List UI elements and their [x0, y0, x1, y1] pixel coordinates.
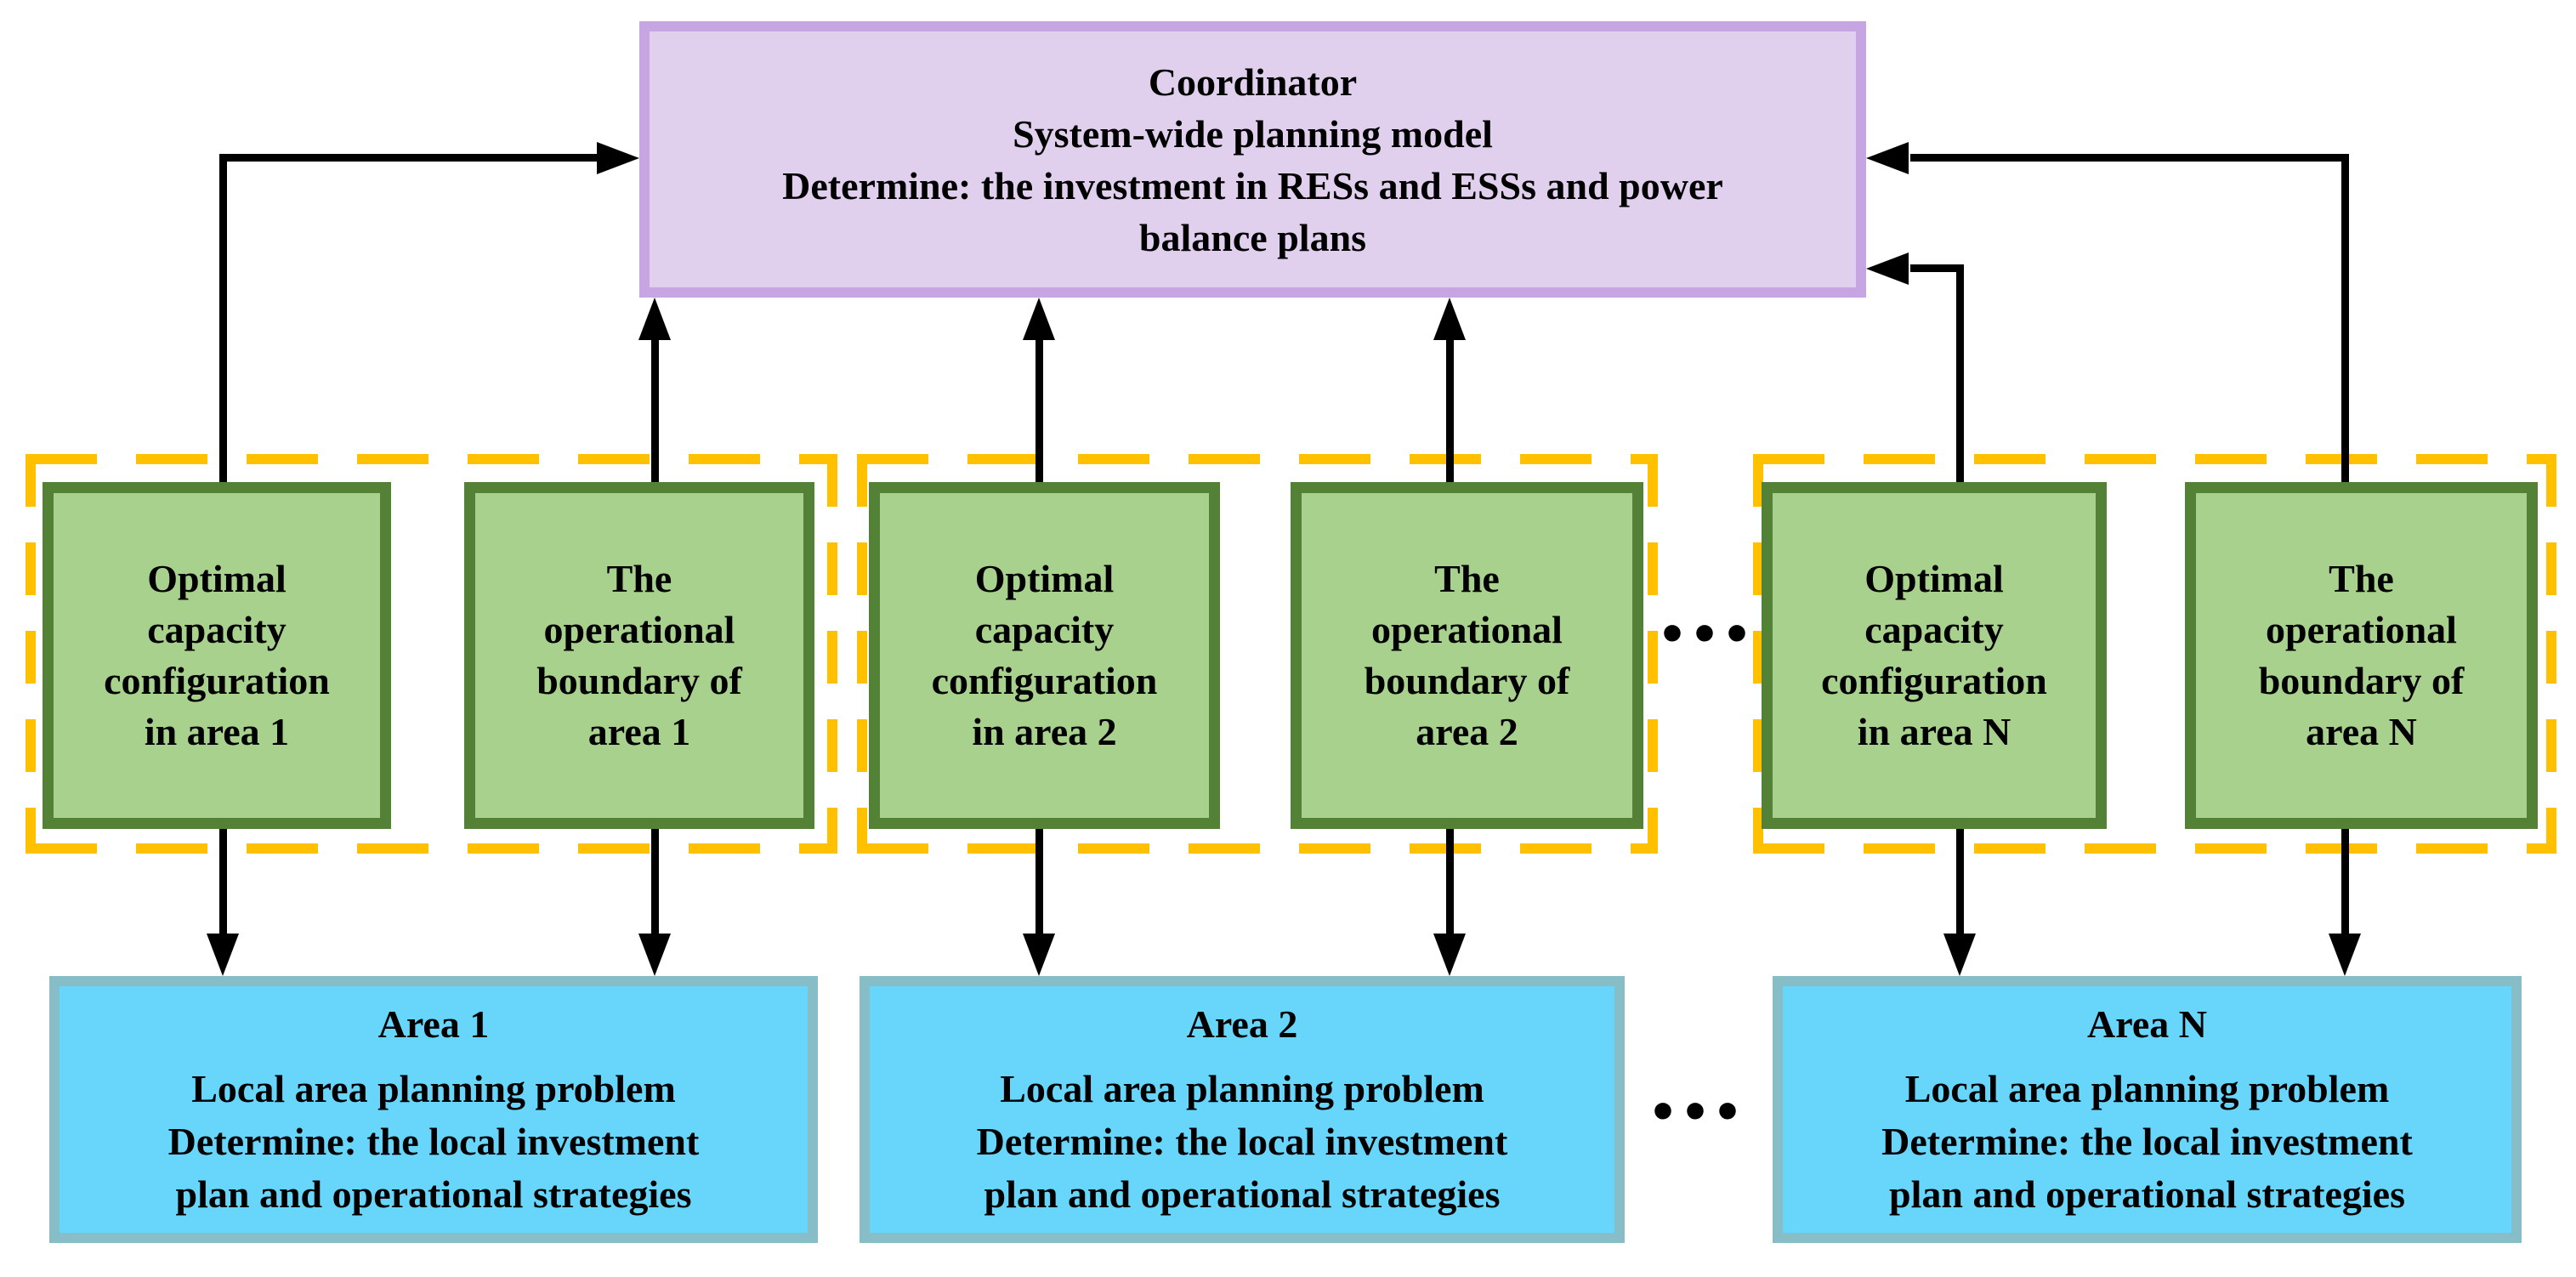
arrow-line: [219, 154, 600, 162]
dash-edge: [857, 843, 1658, 854]
box-line: area 2: [1416, 710, 1518, 753]
ellipsis-middle-row: ...: [1660, 549, 1756, 662]
dash-edge: [857, 454, 1658, 464]
box-line: area 1: [587, 710, 691, 753]
box-line: plan and operational strategies: [984, 1172, 1501, 1216]
area-title: Area 1: [377, 1002, 490, 1046]
arrowhead-left-icon: [1866, 142, 1909, 174]
arrow-line: [2341, 829, 2349, 937]
box-line: Optimal: [147, 557, 287, 600]
box-line: Local area planning problem: [1000, 1067, 1484, 1110]
capacity-box-area-2: Optimal capacity configuration in area 2: [869, 482, 1220, 829]
box-line: boundary of: [2258, 659, 2465, 702]
arrowhead-down-icon: [638, 934, 671, 976]
arrow-line: [1956, 264, 1964, 482]
arrowhead-right-icon: [597, 142, 639, 174]
boundary-box-area-N: The operational boundary of area N: [2185, 482, 2538, 829]
box-line: The: [1434, 557, 1500, 600]
capacity-box-area-1: Optimal capacity configuration in area 1: [43, 482, 391, 829]
coordinator-line: Determine: the investment in RESs and ES…: [782, 163, 1723, 207]
box-line: The: [606, 557, 672, 600]
box-line: Local area planning problem: [1904, 1067, 2390, 1110]
dash-edge: [1753, 843, 2556, 854]
box-line: plan and operational strategies: [175, 1172, 692, 1216]
area-1-box: Area 1 Local area planning problem Deter…: [49, 976, 818, 1243]
coordinator-line: System-wide planning model: [1013, 111, 1493, 156]
box-line: boundary of: [536, 659, 742, 702]
boundary-box-area-1: The operational boundary of area 1: [464, 482, 814, 829]
dash-edge: [827, 454, 837, 854]
arrow-line: [1446, 338, 1454, 482]
arrowhead-down-icon: [207, 934, 239, 976]
box-line: capacity: [1864, 608, 2004, 651]
arrow-line: [1446, 829, 1454, 937]
box-line: plan and operational strategies: [1889, 1172, 2405, 1216]
arrow-line: [2341, 154, 2349, 482]
arrow-line: [1910, 264, 1964, 272]
box-line: boundary of: [1364, 659, 1570, 702]
box-line: Determine: the local investment: [167, 1120, 700, 1163]
box-line: capacity: [147, 608, 287, 651]
dash-edge: [857, 454, 867, 854]
area-N-box: Area N Local area planning problem Deter…: [1773, 976, 2522, 1243]
dash-edge: [1753, 454, 1763, 854]
arrow-line: [1910, 154, 2349, 162]
box-line: Local area planning problem: [191, 1067, 676, 1110]
area-2-box: Area 2 Local area planning problem Deter…: [860, 976, 1625, 1243]
box-line: configuration: [104, 659, 330, 702]
box-line: operational: [1371, 608, 1563, 651]
dash-edge: [26, 843, 837, 854]
box-line: in area 2: [972, 710, 1117, 753]
arrow-line: [219, 829, 227, 937]
box-line: in area 1: [144, 710, 290, 753]
box-line: Optimal: [1864, 557, 2004, 600]
dash-edge: [26, 454, 837, 464]
box-line: area N: [2306, 710, 2417, 753]
area-title: Area N: [2087, 1002, 2207, 1046]
coordinator-box: Coordinator System-wide planning model D…: [639, 21, 1866, 298]
coordinator-line: Coordinator: [1148, 60, 1358, 104]
arrowhead-down-icon: [1023, 934, 1055, 976]
arrowhead-up-icon: [1023, 298, 1055, 340]
dash-edge: [1648, 454, 1658, 854]
arrowhead-down-icon: [1943, 934, 1976, 976]
box-line: in area N: [1857, 710, 2011, 753]
box-line: capacity: [974, 608, 1115, 651]
capacity-box-area-N: Optimal capacity configuration in area N: [1762, 482, 2107, 829]
area-title: Area 2: [1186, 1002, 1298, 1046]
arrow-line: [1036, 338, 1043, 482]
arrowhead-down-icon: [1433, 934, 1466, 976]
arrowhead-up-icon: [1433, 298, 1466, 340]
box-line: operational: [543, 608, 735, 651]
dash-edge: [1753, 454, 2556, 464]
arrow-line: [1956, 829, 1964, 937]
box-line: operational: [2266, 608, 2457, 651]
box-line: The: [2329, 557, 2394, 600]
arrow-line: [219, 154, 227, 482]
box-line: Optimal: [974, 557, 1115, 600]
dash-edge: [2546, 454, 2556, 854]
box-line: configuration: [931, 659, 1158, 702]
arrowhead-up-icon: [638, 298, 671, 340]
arrowhead-left-icon: [1866, 253, 1909, 285]
ellipsis-bottom-row: ...: [1650, 1027, 1747, 1140]
arrow-line: [1036, 829, 1043, 937]
boundary-box-area-2: The operational boundary of area 2: [1291, 482, 1643, 829]
coordinator-line: balance plans: [1138, 215, 1367, 259]
dash-edge: [26, 454, 36, 854]
box-line: configuration: [1821, 659, 2047, 702]
arrowhead-down-icon: [2329, 934, 2361, 976]
box-line: Determine: the local investment: [976, 1120, 1508, 1163]
arrow-line: [651, 829, 659, 937]
box-line: Determine: the local investment: [1881, 1120, 2413, 1163]
arrow-line: [651, 338, 659, 482]
